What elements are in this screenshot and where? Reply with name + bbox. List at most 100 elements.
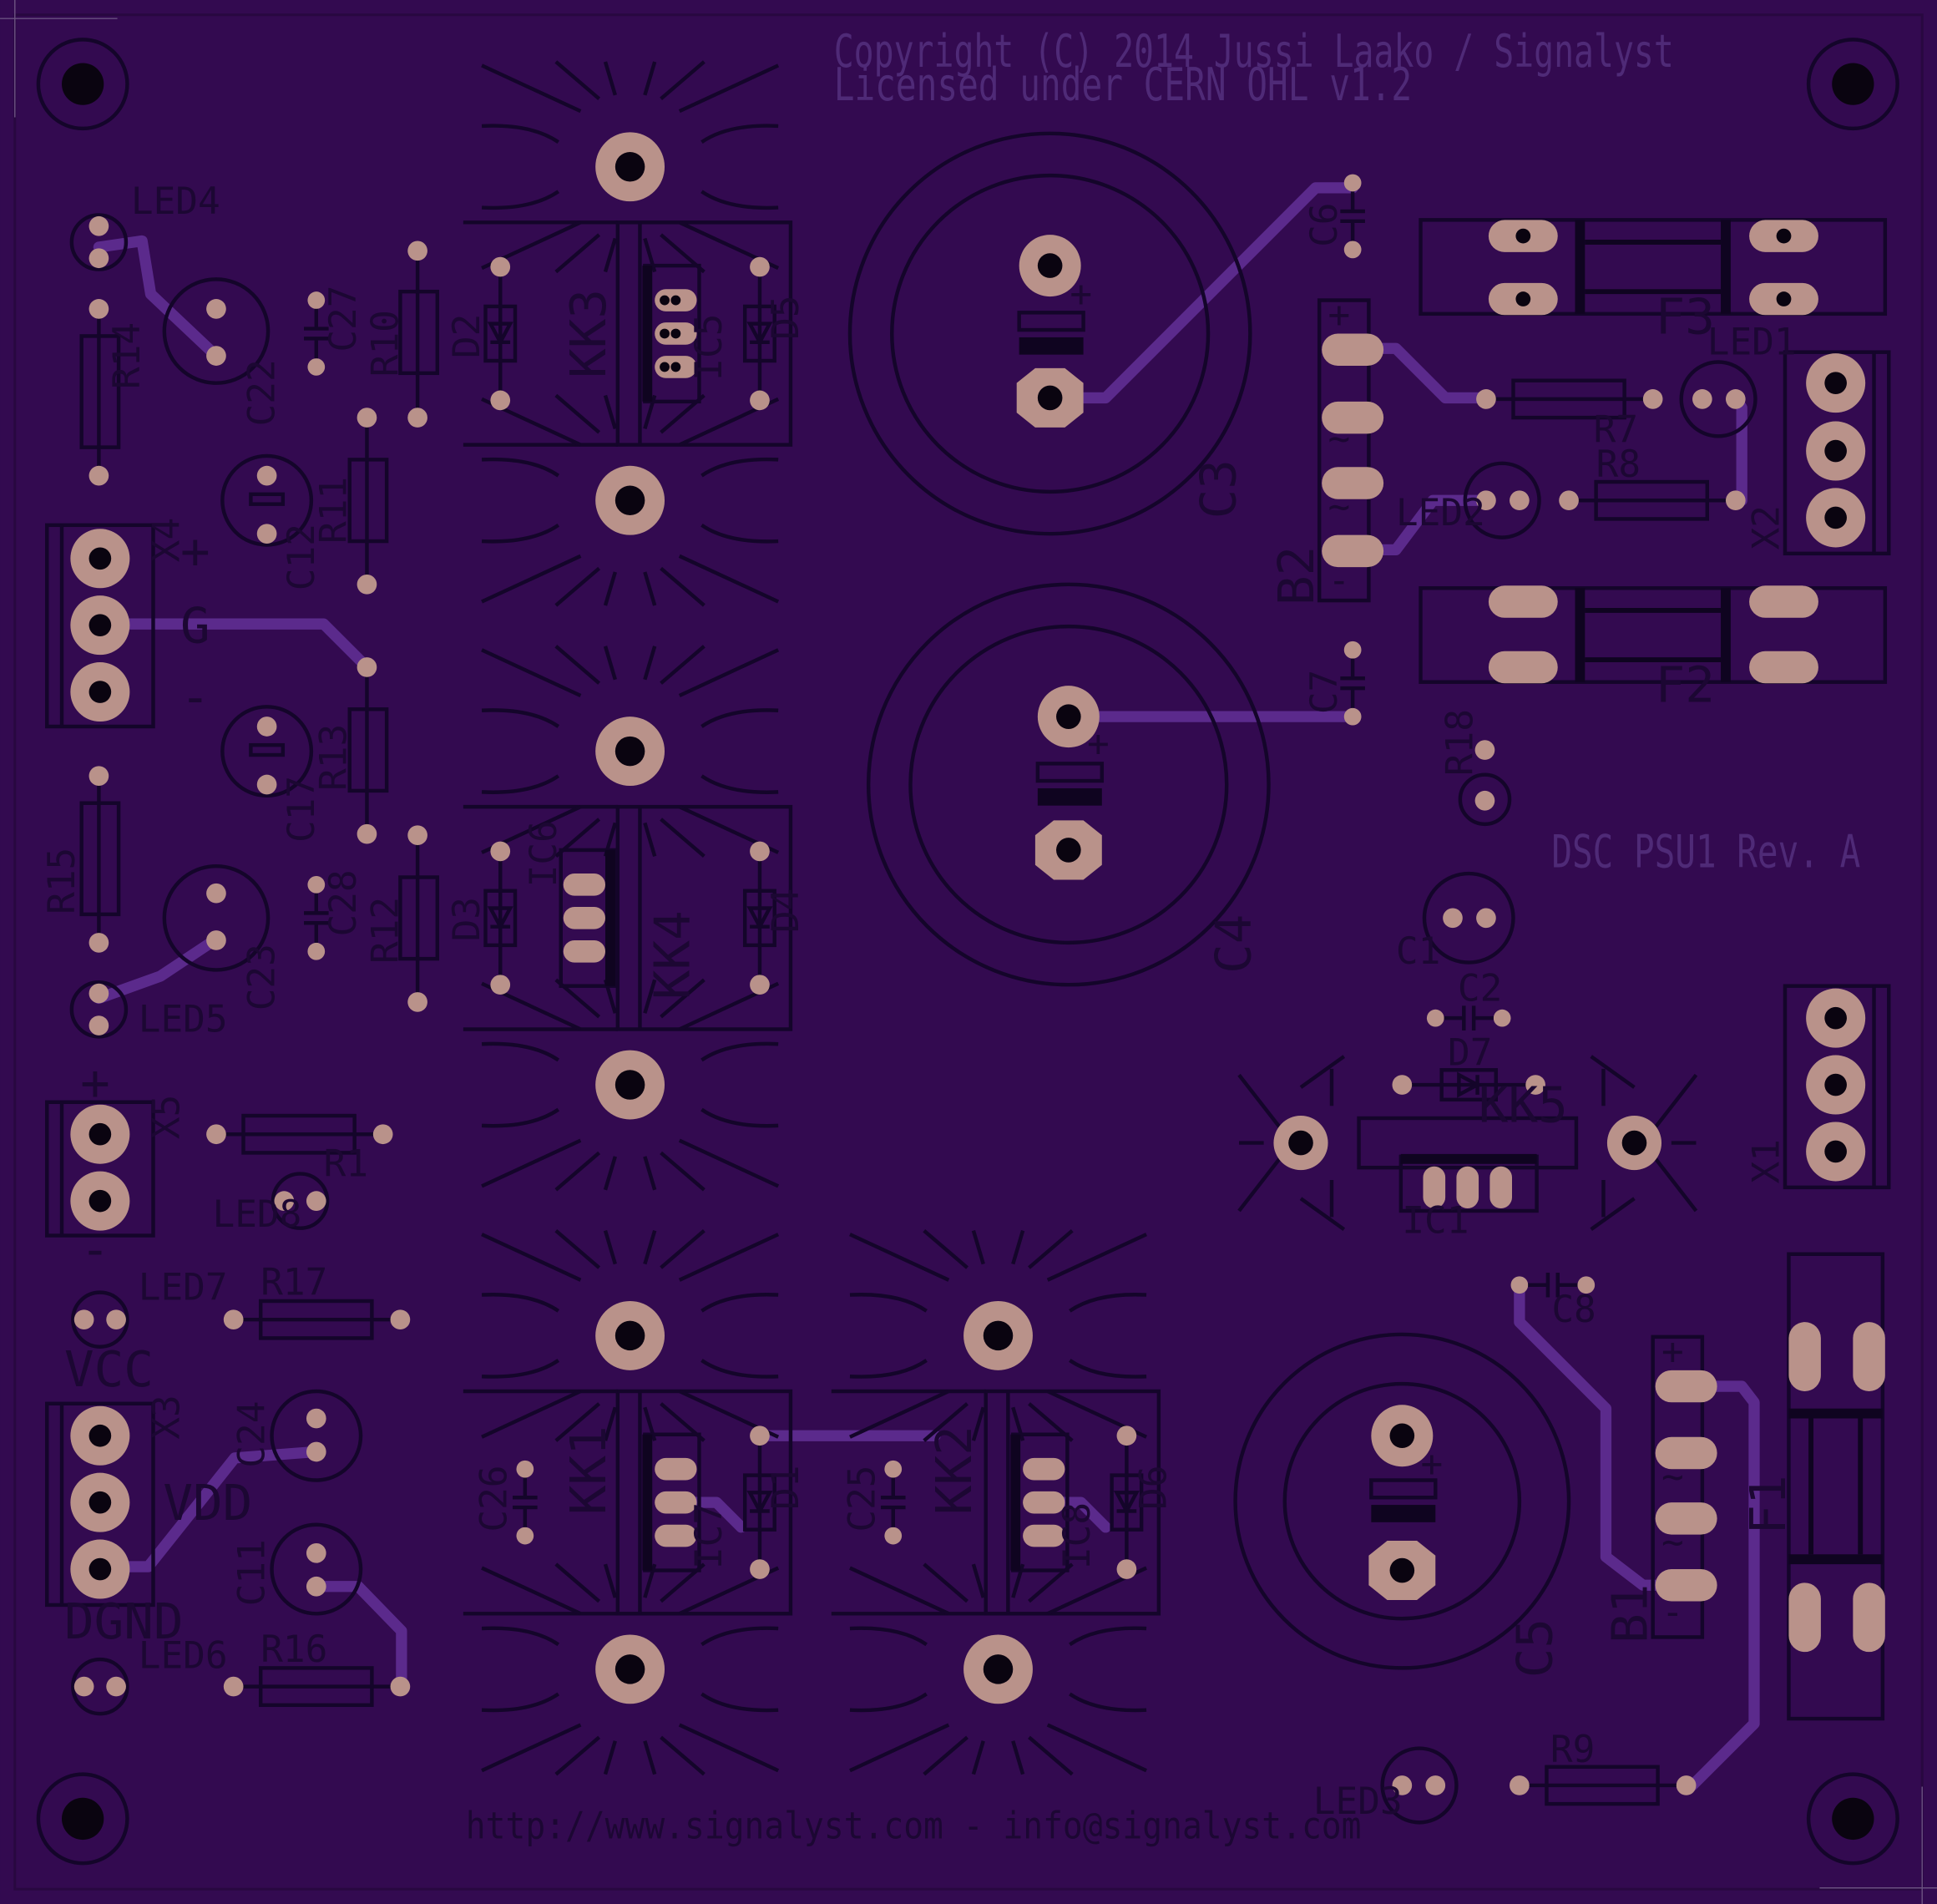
terminal-x2 [1783, 350, 1891, 556]
copyright-line-2: Licensed under CERN OHL v1.2 [834, 58, 1412, 111]
label-b1: B1 [1601, 1584, 1658, 1643]
label-r12: R12 [364, 897, 407, 964]
copyright-line-1: Copyright (C) 2014 Jussi Laako / Signaly… [834, 24, 1674, 78]
terminal-x3 [45, 1401, 155, 1608]
label-d7: D7 [1448, 1031, 1492, 1074]
c5-plus-label: + [1421, 1443, 1444, 1486]
regulator-ic8 [1010, 1432, 1070, 1572]
label-led2: LED2 [1396, 492, 1485, 534]
label-f1: F1 [1739, 1475, 1797, 1534]
resistor-r12 [398, 825, 440, 1012]
label-c27: C27 [322, 286, 365, 352]
label-c8: C8 [1551, 1289, 1596, 1331]
label-r11: R11 [312, 477, 355, 544]
heatsink-kk5 [1237, 1055, 1698, 1231]
label-c3: C3 [1190, 459, 1247, 519]
terminal-x5 [45, 1100, 155, 1238]
terminal-x1 [1783, 984, 1891, 1190]
diode-d2 [483, 256, 518, 411]
diode-d4 [742, 841, 776, 995]
regulator-ic7 [642, 1432, 701, 1572]
mounting-holes [36, 38, 1899, 1866]
heatsink-kk2 [831, 1231, 1161, 1775]
label-r15: R15 [41, 848, 83, 914]
heatsink-mount-pads [595, 132, 1662, 1704]
led-led6 [71, 1657, 129, 1716]
label-ic6: IC6 [523, 820, 565, 887]
label-d2: D2 [446, 314, 488, 358]
label-d6: D6 [1133, 1466, 1176, 1510]
component-labels: KK3 KK4 KK1 KK2 KK5 IC5 IC6 IC7 IC8 IC1 … [41, 180, 1797, 1823]
regulator-ic6 [559, 848, 618, 988]
big-capacitors [847, 131, 1571, 1670]
label-f3: F3 [1656, 287, 1715, 345]
vdd-label: VDD [163, 1474, 252, 1532]
vcc-label: VCC [64, 1340, 154, 1398]
label-c26: C26 [473, 1465, 516, 1532]
label-r9: R9 [1550, 1729, 1595, 1771]
led-led8 [271, 1172, 330, 1230]
x4-minus-label: - [180, 668, 210, 726]
resistor-r17 [223, 1299, 411, 1340]
c4-plus-label: + [1087, 722, 1110, 765]
label-led5: LED5 [139, 998, 228, 1041]
b1-ac2-label: ~ [1661, 1521, 1684, 1563]
regulator-ic1 [1398, 1153, 1539, 1213]
x4-plus-label: + [180, 523, 210, 580]
label-x1: X1 [1746, 1139, 1788, 1183]
resistor-r8 [1559, 479, 1746, 521]
terminal-x4 [45, 523, 155, 729]
bridges [1317, 298, 1717, 1639]
footer-url: http://www.signalyst.com - info@signalys… [466, 1805, 1362, 1848]
led-led5 [69, 980, 129, 1039]
label-led4: LED4 [131, 180, 220, 223]
label-ic5: IC5 [688, 314, 731, 381]
resistors [79, 241, 1746, 1806]
diodes [483, 256, 1545, 1579]
fuse-f2 [1419, 585, 1888, 684]
capacitor-c25 [880, 1460, 906, 1545]
b1-minus-label: - [1661, 1592, 1684, 1634]
label-d5: D5 [765, 295, 807, 339]
x4-ground-label: G [180, 596, 210, 654]
heatsink-kk4 [463, 646, 793, 1190]
diode-d5 [742, 256, 776, 411]
resistor-r9 [1510, 1765, 1697, 1806]
label-x4: X4 [146, 518, 189, 562]
label-r10: R10 [364, 310, 407, 377]
board-outline [13, 13, 1924, 1891]
label-ic8: IC8 [1056, 1502, 1099, 1569]
diode-d6 [1110, 1425, 1144, 1579]
label-c1: C1 [1396, 930, 1440, 973]
label-r16: R16 [260, 1628, 327, 1671]
label-ic1: IC1 [1402, 1200, 1469, 1243]
label-c24: C24 [231, 1401, 274, 1468]
dgnd-label: DGND [64, 1593, 184, 1650]
resistor-r18 [1458, 740, 1512, 827]
resistor-r13 [347, 657, 389, 844]
label-f2: F2 [1656, 656, 1715, 713]
label-r8: R8 [1596, 443, 1641, 486]
resistor-r1 [206, 1113, 393, 1155]
resistor-r16 [223, 1666, 411, 1708]
bridge-b2 [1317, 298, 1384, 603]
label-c6: C6 [1303, 202, 1346, 246]
capacitor-c5 [1233, 1332, 1571, 1670]
terminal-blocks [45, 350, 1891, 1608]
label-c7: C7 [1303, 670, 1346, 714]
x5-minus-label: - [80, 1221, 110, 1279]
regulators [559, 263, 1539, 1572]
led-led3 [1380, 1746, 1459, 1825]
fuse-f3 [1419, 218, 1888, 316]
label-ic7: IC7 [688, 1502, 731, 1569]
label-c17: C17 [281, 776, 323, 843]
heatsinks [463, 62, 1698, 1775]
regulator-ic5 [642, 263, 701, 404]
diode-d7 [1392, 1068, 1545, 1102]
label-r1: R1 [324, 1143, 368, 1186]
label-led6: LED6 [139, 1634, 228, 1677]
label-kk2: KK2 [925, 1425, 983, 1515]
resistor-r10 [398, 241, 440, 428]
resistor-r11 [347, 408, 389, 595]
